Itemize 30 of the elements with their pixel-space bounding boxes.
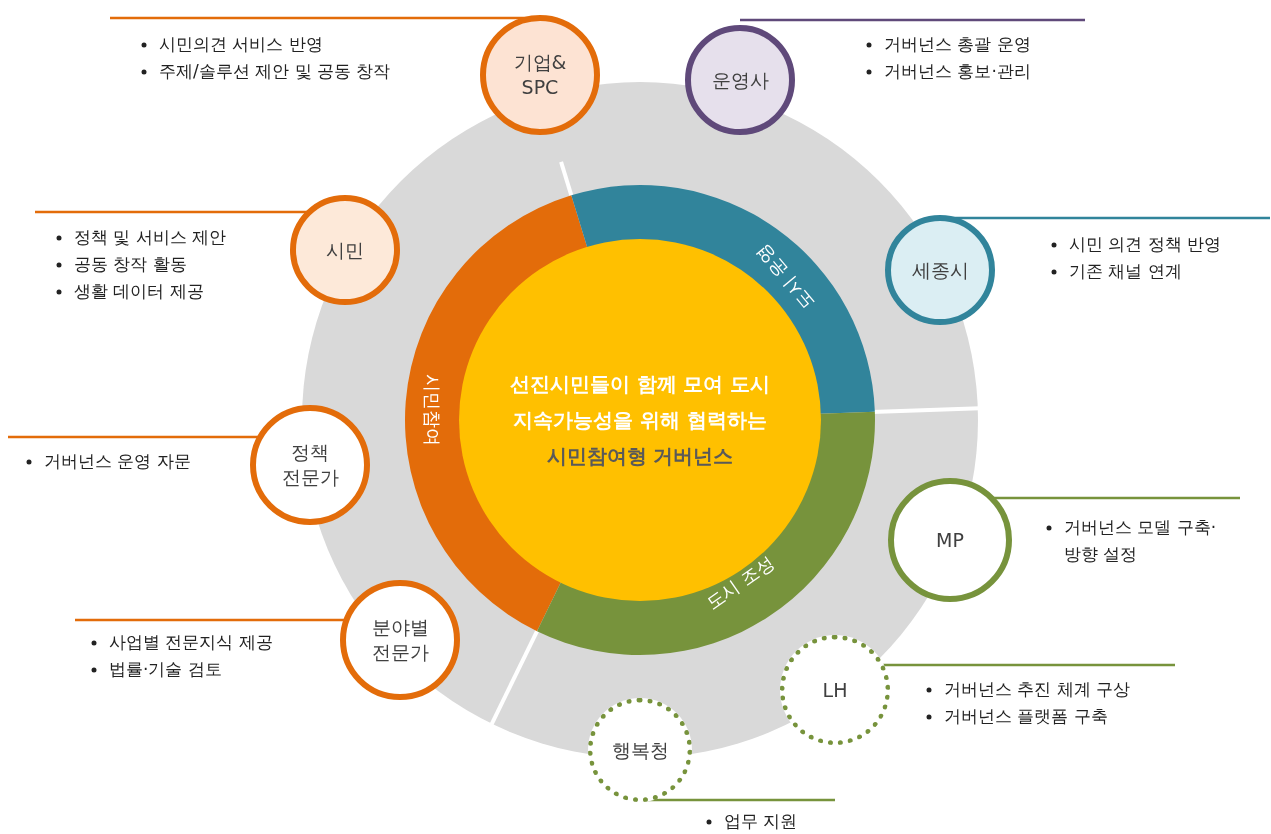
bullet-text: 거버넌스 플랫폼 구축 bbox=[944, 706, 1108, 726]
center-text: 선진시민들이 함께 모여 도시 지속가능성을 위해 협력하는 bbox=[508, 371, 772, 434]
bullet-text: 거버넌스 추진 체계 구상 bbox=[944, 679, 1131, 699]
bullet-text: 거버넌스 홍보·관리 bbox=[884, 61, 1031, 81]
role-label: LH bbox=[821, 677, 849, 703]
bullet-text: 생활 데이터 제공 bbox=[74, 281, 204, 301]
bullet-text: 정책 및 서비스 제안 bbox=[74, 227, 227, 247]
role-label: 분야별 전문가 bbox=[370, 615, 430, 665]
segment-label: 도시 조성 bbox=[701, 550, 779, 616]
bullet-text: 주제/솔루션 제안 및 공동 창작 bbox=[159, 61, 391, 81]
role-label: 시민 bbox=[325, 237, 365, 263]
bullet-text: 거버넌스 모델 구축· 방향 설정 bbox=[1064, 517, 1217, 564]
role-label: 운영사 bbox=[710, 67, 770, 93]
center-title: 시민참여형 거버넌스 bbox=[545, 443, 735, 470]
role-label: MP bbox=[935, 527, 965, 553]
bullet-text: 사업별 전문지식 제공 bbox=[109, 632, 273, 652]
bullet-text: 공동 창작 활동 bbox=[74, 254, 187, 274]
bullet-text: 시민 의견 정책 반영 bbox=[1069, 234, 1222, 254]
segment-label: 도시 운영 bbox=[750, 239, 819, 315]
segment-label: 시민참여 bbox=[421, 374, 444, 446]
role-label: 정책 전문가 bbox=[280, 440, 340, 490]
role-label: 행복청 bbox=[610, 737, 670, 763]
bullet-text: 업무 지원 bbox=[724, 811, 798, 831]
bullet-text: 법률·기술 검토 bbox=[109, 659, 222, 679]
bullet-text: 기존 채널 연계 bbox=[1069, 261, 1182, 281]
role-label: 세종시 bbox=[910, 257, 970, 283]
bullet-text: 시민의견 서비스 반영 bbox=[159, 34, 323, 54]
role-label: 기업& SPC bbox=[512, 50, 568, 100]
bullet-text: 거버넌스 운영 자문 bbox=[44, 451, 191, 471]
bullet-text: 거버넌스 총괄 운영 bbox=[884, 34, 1031, 54]
